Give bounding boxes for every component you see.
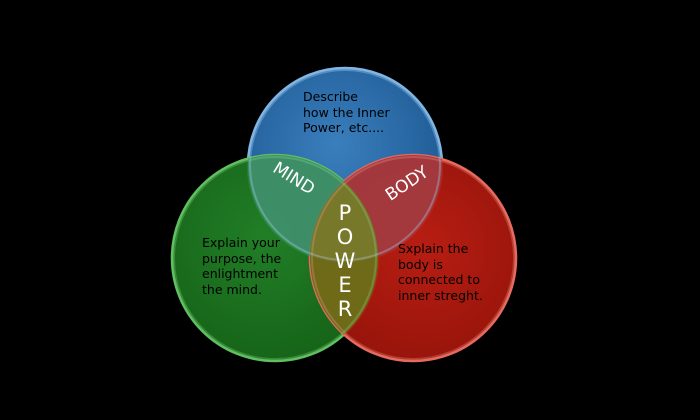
circle-red-highlight (311, 156, 515, 360)
label-power-letter: E (338, 273, 351, 297)
label-power-letter: R (338, 297, 353, 321)
description-green: Explain your purpose, the enlightment th… (202, 235, 282, 297)
label-power-letter: P (339, 201, 352, 225)
circle-blue-highlight (249, 69, 441, 261)
description-blue: Describe how the Inner Power, etc.... (303, 89, 390, 135)
circle-green-highlight (173, 156, 377, 360)
label-power-letter: W (335, 249, 356, 273)
label-power-letter: O (337, 225, 354, 249)
description-red: Sxplain the body is connected to inner s… (398, 241, 483, 303)
